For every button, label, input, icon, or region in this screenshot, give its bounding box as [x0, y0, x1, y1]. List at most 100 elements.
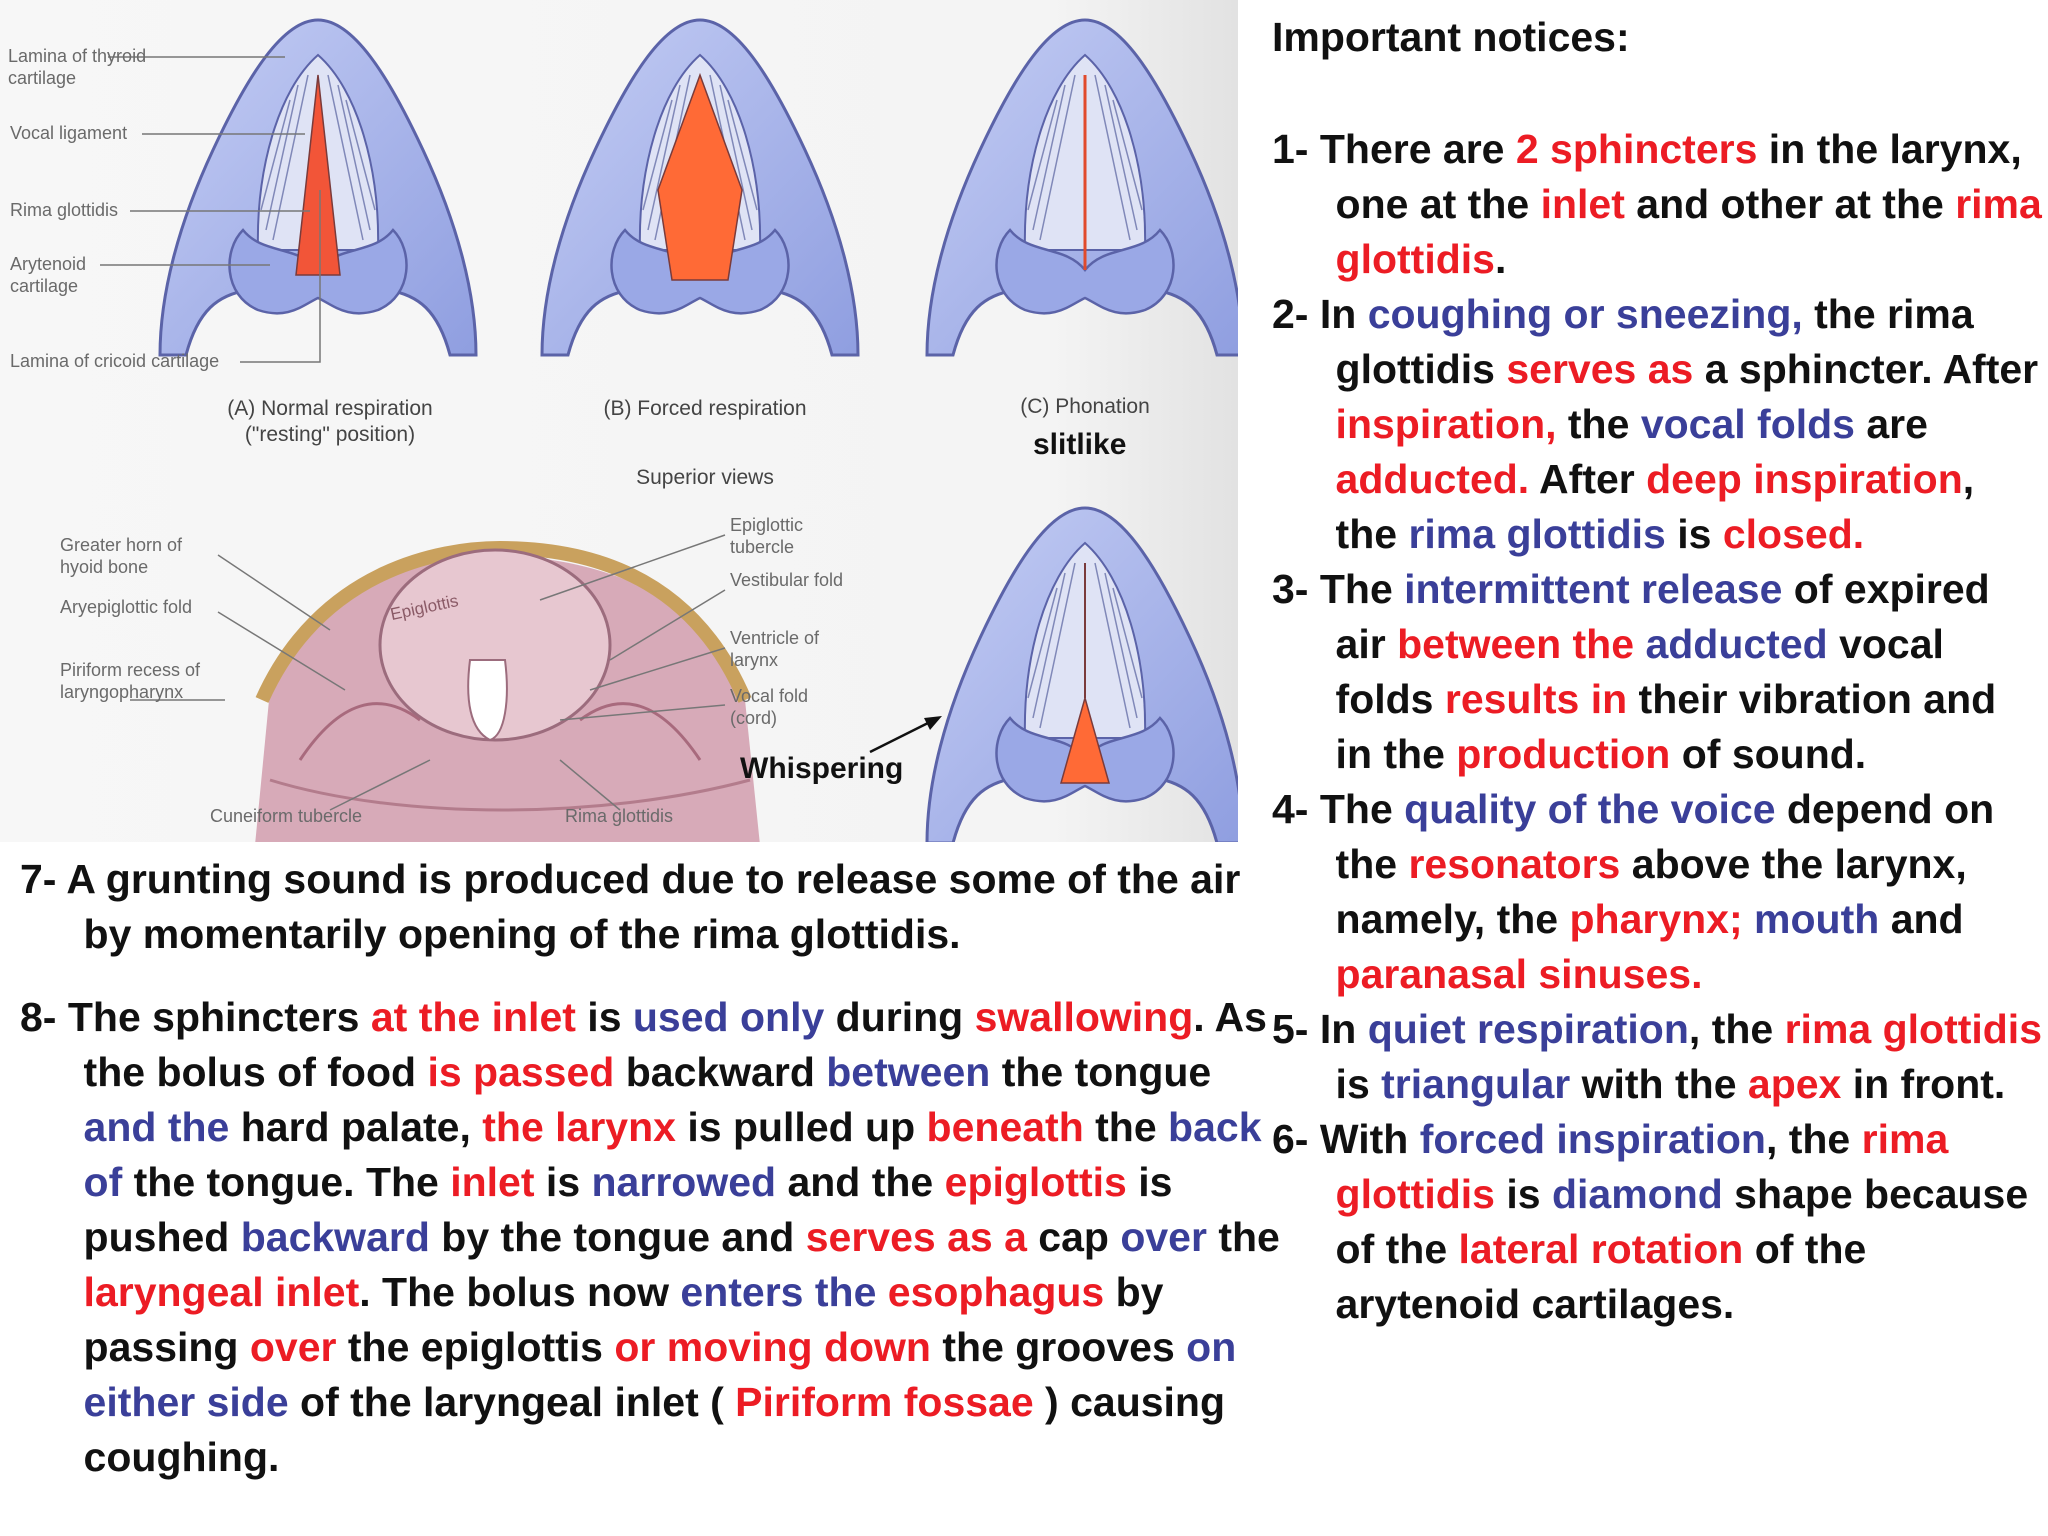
highlighted-text: rima glottidis [1784, 1006, 2043, 1052]
highlighted-text: over [249, 1324, 337, 1370]
note-text: with the [1570, 1061, 1748, 1107]
highlighted-text: serves as a [805, 1214, 1027, 1260]
highlighted-text: and the [83, 1104, 230, 1150]
notes-title: Important notices: [1272, 14, 1630, 60]
larynx-view-whispering [925, 506, 1238, 842]
highlighted-text: deep inspiration [1646, 456, 1963, 502]
note-text: is [575, 994, 633, 1040]
highlighted-text: resonators [1408, 841, 1621, 887]
note-text: a sphincter. After [1693, 346, 2039, 392]
note-text: is pushed [83, 1159, 1173, 1260]
highlighted-text: narrowed [591, 1159, 777, 1205]
note-text: the tongue [990, 1049, 1212, 1095]
label-piriform: Piriform recess of laryngopharynx [60, 660, 201, 702]
label-rima-lower: Rima glottidis [565, 806, 674, 826]
note-text: by passing [83, 1269, 1164, 1370]
note-text: the epiglottis [336, 1324, 615, 1370]
highlighted-text: diamond [1551, 1171, 1723, 1217]
highlighted-text: backward [240, 1214, 430, 1260]
note-item: 1- There are 2 sphincters in the larynx,… [1272, 122, 2042, 287]
highlighted-text: rima glottidis [1335, 1116, 1949, 1217]
note-text: backward [614, 1049, 827, 1095]
highlighted-text: rima glottidis [1335, 181, 2042, 282]
note-text: of expired air [1335, 566, 1990, 667]
highlighted-text: serves as [1506, 346, 1694, 392]
highlighted-text: Piriform fossae [735, 1379, 1034, 1425]
note-item-7: 7- A grunting sound is produced due to r… [20, 852, 1260, 962]
label-slitlike: slitlike [1033, 428, 1127, 461]
note-text: cap [1026, 1214, 1121, 1260]
note-text: hard palate, [229, 1104, 483, 1150]
highlighted-text: forced inspiration [1419, 1116, 1766, 1162]
note-text: ) causing coughing. [83, 1379, 1226, 1480]
note-text: , the [1765, 1116, 1862, 1162]
note-text: The [1319, 786, 1405, 832]
note-text: and other at the [1624, 181, 1956, 227]
note-item: 5- In quiet respiration, the rima glotti… [1272, 1002, 2042, 1112]
note-text: . As the bolus of food [83, 994, 1267, 1095]
note-text: A grunting sound is produced due to rele… [66, 856, 1241, 957]
note-text: is [534, 1159, 592, 1205]
note-number: 3- [1272, 566, 1320, 612]
highlighted-text: intermittent release [1404, 566, 1783, 612]
note-text: In [1319, 1006, 1368, 1052]
highlighted-text: between [826, 1049, 991, 1095]
highlighted-text: enters the [680, 1269, 877, 1315]
laryngeal-inlet-view [255, 540, 760, 842]
note-text: are [1854, 401, 1928, 447]
highlighted-text: beneath [926, 1104, 1084, 1150]
highlighted-text: quiet respiration [1367, 1006, 1689, 1052]
note-number: 6- [1272, 1116, 1320, 1162]
note-text: There are [1319, 126, 1516, 172]
highlighted-text: triangular [1381, 1061, 1571, 1107]
highlighted-text: pharynx; [1569, 896, 1743, 942]
note-text: the rima glottidis [1335, 291, 1974, 392]
note-item: 2- In coughing or sneezing, the rima glo… [1272, 287, 2042, 562]
highlighted-text: rima glottidis [1408, 511, 1666, 557]
label-cuneiform: Cuneiform tubercle [210, 806, 363, 826]
caption-a-line2: ("resting" position) [244, 423, 416, 447]
highlighted-text: swallowing [974, 994, 1194, 1040]
anatomy-figure: Lamina of thyroid cartilage Vocal ligame… [0, 0, 1238, 842]
label-epiglottic-tubercle: Epiglottic tubercle [730, 515, 804, 557]
larynx-view-forced [540, 18, 860, 357]
note-text: , the [1688, 1006, 1785, 1052]
larynx-view-normal [158, 18, 478, 357]
label-greater-horn: Greater horn of hyoid bone [60, 535, 183, 577]
highlighted-text: lateral rotation [1458, 1226, 1744, 1272]
highlighted-text: adducted [1645, 621, 1828, 667]
label-aryepiglottic: Aryepiglottic fold [60, 597, 193, 617]
note-text: . [1494, 236, 1507, 282]
caption-superior-views: Superior views [636, 466, 774, 489]
note-text: of sound. [1670, 731, 1867, 777]
note-text: is [1665, 511, 1723, 557]
highlighted-text: quality of the voice [1404, 786, 1776, 832]
note-text: depend on the [1335, 786, 1995, 887]
note-text: their vibration and in the [1335, 676, 1997, 777]
highlighted-text: used only [632, 994, 825, 1040]
highlighted-text: laryngeal inlet [83, 1269, 360, 1315]
note-text: shape because of the [1335, 1171, 2029, 1272]
note-number: 4- [1272, 786, 1320, 832]
note-text: is pulled up [675, 1104, 927, 1150]
note-item: 4- The quality of the voice depend on th… [1272, 782, 2042, 1002]
highlighted-text: or moving down [614, 1324, 931, 1370]
note-text: the [1083, 1104, 1169, 1150]
highlighted-text: 2 sphincters [1515, 126, 1758, 172]
note-text: After [1529, 456, 1647, 502]
highlighted-text: esophagus [887, 1269, 1105, 1315]
note-item-8: 8- The sphincters at the inlet is used o… [20, 990, 1280, 1485]
highlighted-text: results in [1444, 676, 1628, 722]
note-text [1743, 896, 1754, 942]
highlighted-text: the larynx [482, 1104, 676, 1150]
note-item: 6- With forced inspiration, the rima glo… [1272, 1112, 2042, 1332]
label-lamina-cricoid: Lamina of cricoid cartilage [10, 351, 220, 371]
highlighted-text: coughing or sneezing, [1367, 291, 1803, 337]
highlighted-text: back of [83, 1104, 1262, 1205]
highlighted-text: adducted. [1335, 456, 1530, 502]
note-text: The sphincters [67, 994, 371, 1040]
highlighted-text: closed. [1722, 511, 1865, 557]
highlighted-text: mouth [1754, 896, 1880, 942]
highlighted-text: at the inlet [370, 994, 576, 1040]
note-text: is [1335, 1061, 1382, 1107]
